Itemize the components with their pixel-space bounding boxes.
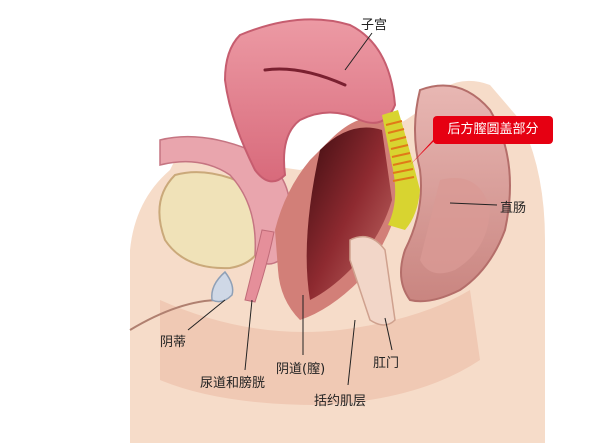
fornix-hatching xyxy=(385,120,415,182)
clitoris xyxy=(211,270,234,303)
buttock-contour xyxy=(160,290,480,405)
sphincter-layer xyxy=(349,235,396,326)
rectum-lumen xyxy=(420,178,490,274)
label-sphincter: 括约肌层 xyxy=(314,394,367,409)
label-rectum: 直肠 xyxy=(500,201,527,216)
uterine-cavity xyxy=(263,67,347,87)
label-uterus: 子宫 xyxy=(361,18,388,33)
callout-pointer xyxy=(410,135,440,165)
vagina-interior xyxy=(306,127,392,300)
label-clitoris: 阴蒂 xyxy=(160,335,187,350)
leader-lines xyxy=(187,32,498,386)
label-vagina: 阴道(膣) xyxy=(276,362,326,377)
urethra xyxy=(244,229,275,303)
label-anus: 肛门 xyxy=(373,356,400,371)
label-urethra-bladder: 尿道和膀胱 xyxy=(200,376,266,391)
bladder xyxy=(158,171,267,270)
label-posterior-fornix: 后方膣圆盖部分 xyxy=(433,116,553,144)
